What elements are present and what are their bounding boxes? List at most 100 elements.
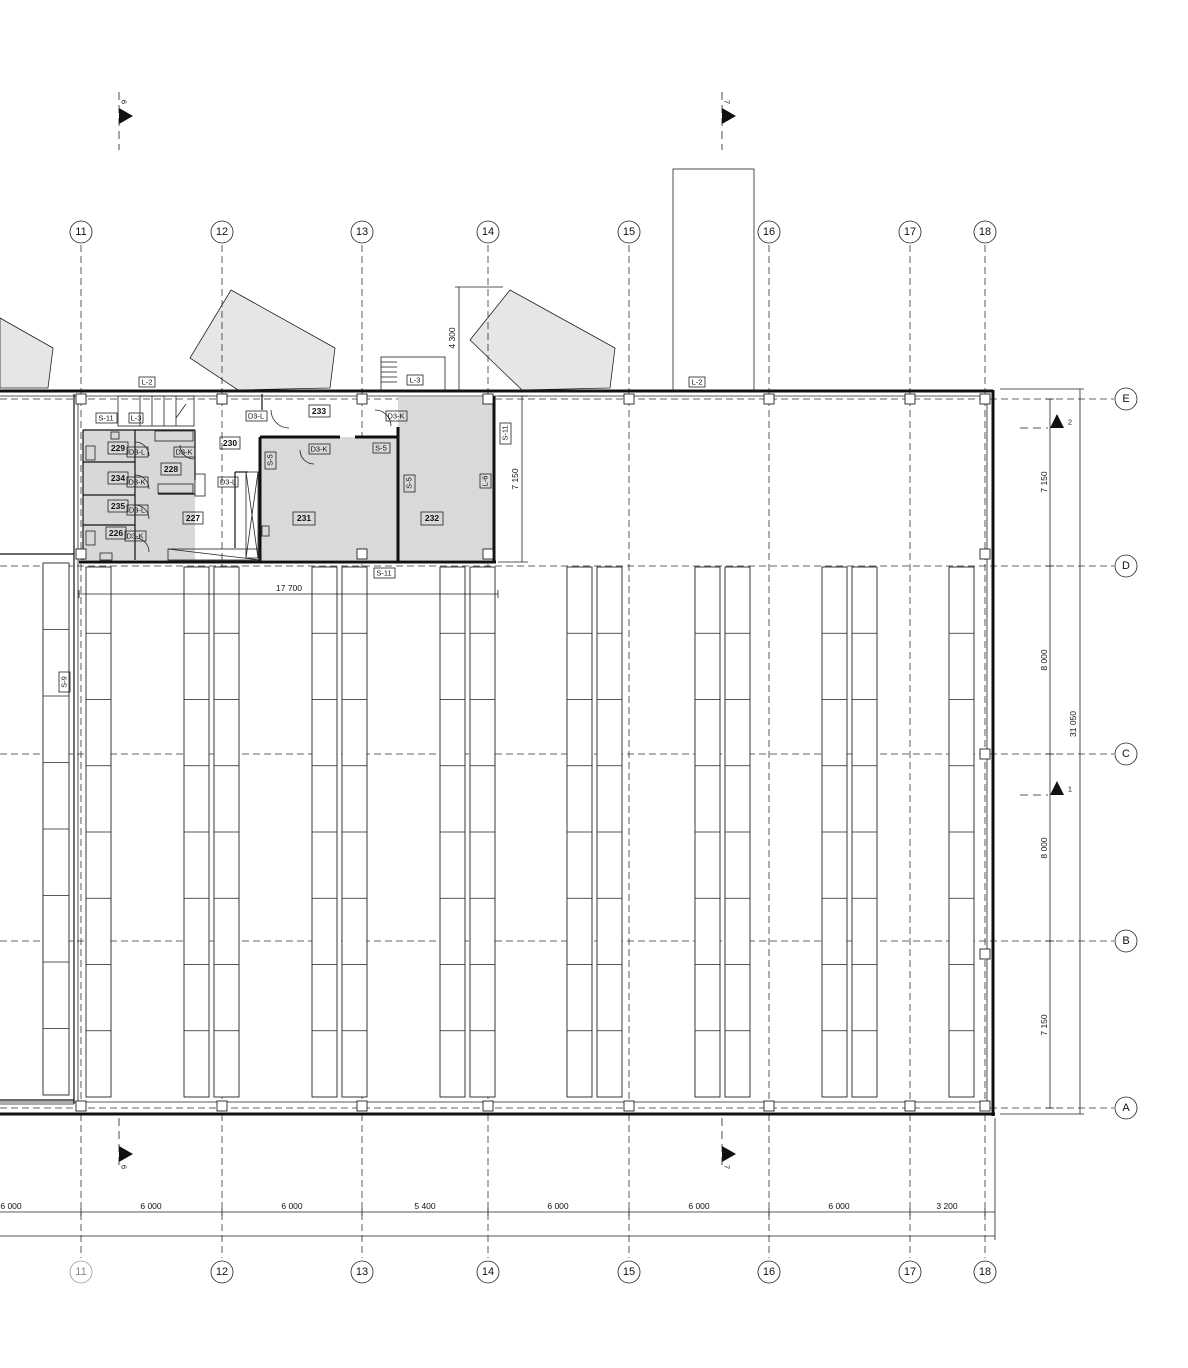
section-label-7-top: 7 <box>723 100 732 104</box>
structural-column <box>356 393 368 405</box>
tag-s5-a: S-5 <box>375 444 387 453</box>
dim-side-c-b: 8 000 <box>1039 837 1049 859</box>
grid-top-11: 11 <box>75 226 86 238</box>
dim-bottom-3: 6 000 <box>281 1201 303 1211</box>
canopy-near-column-14 <box>469 289 616 391</box>
section-label-1: 1 <box>1068 785 1072 794</box>
bottom-dimension-string: 6 000 6 000 6 000 5 400 6 000 6 000 6 00… <box>0 1118 996 1240</box>
structural-column <box>356 548 368 560</box>
structural-column <box>216 393 228 405</box>
storage-racks <box>42 562 975 1098</box>
structural-column <box>482 393 494 405</box>
room-233: 233 <box>312 406 326 416</box>
room-230: 230 <box>223 438 237 448</box>
section-marker-2-side: 2 <box>1020 414 1072 429</box>
tag-s5-b: S-5 <box>266 454 275 466</box>
room-232: 232 <box>425 513 439 523</box>
tag-l2-left: L-2 <box>142 378 153 387</box>
grid-top-18: 18 <box>979 226 991 238</box>
side-dimension-strings: 7 150 8 000 8 000 7 150 31 050 <box>1000 388 1084 1115</box>
structural-column <box>482 1100 494 1112</box>
grid-top-12: 12 <box>216 226 228 238</box>
structural-column <box>75 393 87 405</box>
row-gridlines <box>0 398 1114 1109</box>
tag-l3-stair: L-3 <box>410 376 421 385</box>
section-label-6-bottom: 6 <box>120 1165 129 1169</box>
structural-column <box>979 548 991 560</box>
room-228: 228 <box>164 464 178 474</box>
tag-l2-right: L-2 <box>692 378 703 387</box>
structural-column <box>75 1100 87 1112</box>
tag-d3k-a: D3-K <box>387 412 404 421</box>
grid-bottom-12: 12 <box>216 1266 228 1278</box>
tag-s11-a: S-11 <box>98 414 113 423</box>
tag-d3k-d: D3-K <box>128 478 145 487</box>
grid-bubbles-top: 11 12 13 14 15 16 17 18 <box>69 220 997 244</box>
building-outline <box>0 389 995 1116</box>
room-229: 229 <box>111 443 125 453</box>
dim-side-d-c: 8 000 <box>1039 649 1049 671</box>
room-234: 234 <box>111 473 125 483</box>
structural-column <box>979 948 991 960</box>
dim-bottom-7: 6 000 <box>828 1201 850 1211</box>
dim-bottom-5: 6 000 <box>547 1201 569 1211</box>
structural-column <box>75 548 87 560</box>
structural-column <box>904 393 916 405</box>
room-labels: 229 234 235 226 228 227 230 231 232 233 <box>105 404 444 540</box>
tag-s11-c: S-11 <box>501 425 510 440</box>
tag-s9: S-9 <box>60 676 69 688</box>
canopy-height-value: 4 300 <box>447 327 457 349</box>
structural-column <box>623 1100 635 1112</box>
tag-d3l-b: D3-L <box>129 448 145 457</box>
canopy-left-edge <box>0 317 54 389</box>
structural-column <box>216 1100 228 1112</box>
grid-bottom-11: 11 <box>75 1266 86 1278</box>
section-marker-6-bottom: 6 <box>118 1118 133 1170</box>
section-label-6-top: 6 <box>120 100 129 104</box>
grid-bottom-13: 13 <box>356 1266 368 1278</box>
room-227: 227 <box>186 513 200 523</box>
section-marker-1-side: 1 <box>1020 781 1072 796</box>
structural-column <box>979 1100 991 1112</box>
dim-bottom-4: 5 400 <box>414 1201 436 1211</box>
tag-d3k-c: D3-K <box>175 448 192 457</box>
interior-span-dimension: 17 700 <box>78 583 499 598</box>
room-231: 231 <box>297 513 311 523</box>
column-markers <box>75 393 991 1112</box>
tag-d3l-a: D3-L <box>248 412 264 421</box>
office-annex <box>79 394 496 564</box>
structural-column <box>979 748 991 760</box>
dim-side-e-d: 7 150 <box>1039 471 1049 493</box>
dim-side-b-a: 7 150 <box>1039 1014 1049 1036</box>
tag-s11-b: S-11 <box>376 569 391 578</box>
tag-d3l-c: D3-L <box>129 506 145 515</box>
section-marker-7-top: 7 <box>721 92 736 150</box>
interior-span-value: 17 700 <box>276 583 302 593</box>
grid-top-13: 13 <box>356 226 368 238</box>
tag-d3k-e: D3-K <box>126 532 143 541</box>
grid-top-15: 15 <box>623 226 635 238</box>
dim-bottom-8: 3 200 <box>936 1201 958 1211</box>
section-label-2: 2 <box>1068 418 1072 427</box>
section-marker-6-top: 6 <box>118 92 133 150</box>
tag-d3k-b: D3-K <box>310 445 327 454</box>
section-marker-7-bottom: 7 <box>721 1118 736 1170</box>
tag-l6: L-6 <box>481 476 490 487</box>
grid-row-e: E <box>1122 393 1129 405</box>
grid-bottom-14: 14 <box>482 1266 494 1278</box>
element-tags: L-2 L-2 L-3 L-3 S-11 S-11 S-11 S-5 S-5 S… <box>58 374 706 693</box>
grid-bubbles-rows: E D C B A <box>1114 387 1138 1120</box>
canopy-near-column-12 <box>189 289 336 391</box>
structural-column <box>623 393 635 405</box>
structural-column <box>763 393 775 405</box>
grid-bottom-16: 16 <box>763 1266 775 1278</box>
dim-bottom-1: 6 000 <box>0 1201 22 1211</box>
structural-column <box>979 393 991 405</box>
tag-d3l-d: D3-L <box>220 478 236 487</box>
structural-column <box>482 548 494 560</box>
annex-depth-value: 7 150 <box>510 468 520 490</box>
section-label-7-bottom: 7 <box>723 1165 732 1169</box>
room-226: 226 <box>109 528 123 538</box>
dim-side-total: 31 050 <box>1068 711 1078 737</box>
